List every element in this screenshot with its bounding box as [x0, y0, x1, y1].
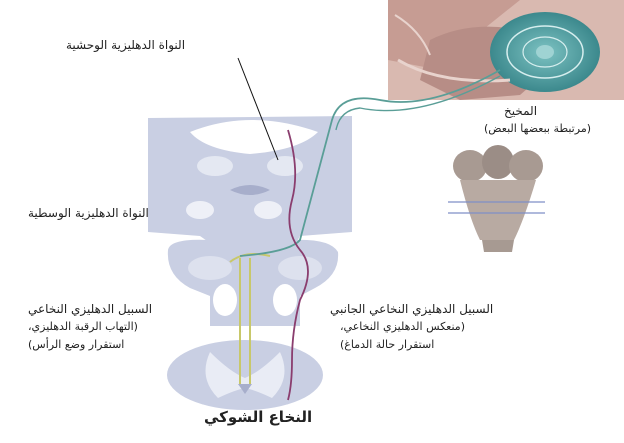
cerebellum-note: (مرتبطة ببعضها البعض) — [484, 122, 591, 135]
brainstem-inset-image — [448, 145, 545, 252]
lower-medulla-section — [168, 240, 338, 326]
medial-nucleus-label: النواة الدهليزية الوسطية — [28, 206, 149, 220]
medial-tract-note-1: (التهاب الرقبة الدهليزي، — [28, 320, 138, 333]
lateral-nucleus-label: النواة الدهليزية الوحشية — [66, 38, 185, 52]
medial-tract-label: السبيل الدهليزي النخاعي — [28, 302, 152, 316]
spinal-cord-label: النخاع الشوكي — [204, 408, 312, 426]
upper-medulla-section — [148, 116, 352, 250]
spinal-cord-section — [167, 340, 323, 410]
lateral-tract-note-1: (منعكس الدهليزي النخاعي، — [340, 320, 465, 333]
lateral-tract-label: السبيل الدهليزي النخاعي الجانبي — [330, 302, 493, 316]
cerebellum-label: المخيخ — [504, 104, 537, 118]
medial-tract-note-2: استقرار وضع الرأس) — [28, 338, 124, 351]
cerebellum-image — [388, 0, 624, 100]
lateral-tract-note-2: استقرار حالة الدماغ) — [340, 338, 434, 351]
